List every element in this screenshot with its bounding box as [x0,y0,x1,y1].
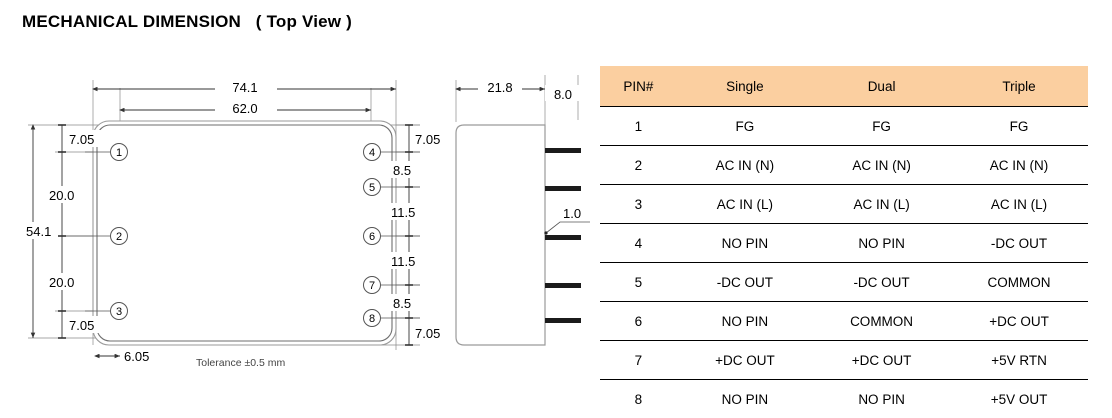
cell-single: NO PIN [677,380,813,418]
cell-pin: 7 [600,341,677,380]
dim-body-depth: 21.8 [487,80,512,95]
cell-pin: 2 [600,146,677,185]
dim-width-outer: 74.1 [232,80,257,95]
cell-single: -DC OUT [677,263,813,302]
table-header-row: PIN# Single Dual Triple [600,66,1088,107]
svg-text:6: 6 [369,231,375,243]
cell-single: +DC OUT [677,341,813,380]
cell-triple: AC IN (L) [950,185,1088,224]
cell-triple: +DC OUT [950,302,1088,341]
dim-right-chain-5: 7.05 [415,326,440,341]
table-row: 1 FG FG FG [600,107,1088,146]
side-view-body [456,125,545,345]
cell-triple: +5V RTN [950,341,1088,380]
table-row: 8 NO PIN NO PIN +5V OUT [600,380,1088,418]
svg-text:1: 1 [116,147,122,159]
dim-left-chain-1: 20.0 [49,188,74,203]
table-row: 3 AC IN (L) AC IN (L) AC IN (L) [600,185,1088,224]
cell-single: NO PIN [677,224,813,263]
dim-left-chain-3: 7.05 [69,318,94,333]
cell-single: AC IN (N) [677,146,813,185]
svg-text:8: 8 [369,313,375,325]
dim-right-chain-0: 7.05 [415,132,440,147]
dim-pin-thickness: 1.0 [563,206,581,221]
dim-left-chain-2: 20.0 [49,275,74,290]
dim-pin-length: 8.0 [554,87,572,102]
side-pin-tab [545,235,581,240]
dim-right-chain-3: 11.5 [391,254,415,269]
cell-pin: 4 [600,224,677,263]
cell-dual: NO PIN [813,224,950,263]
side-pin-tab [545,283,581,288]
cell-dual: +DC OUT [813,341,950,380]
header-dual: Dual [813,66,950,107]
cell-pin: 1 [600,107,677,146]
svg-text:7: 7 [369,280,375,292]
cell-triple: FG [950,107,1088,146]
top-view-body [93,121,396,345]
table-row: 2 AC IN (N) AC IN (N) AC IN (N) [600,146,1088,185]
svg-text:3: 3 [116,306,122,318]
pin-assignment-table: PIN# Single Dual Triple 1 FG FG FG 2 AC … [600,66,1088,418]
cell-pin: 3 [600,185,677,224]
side-pin-tab [545,318,581,323]
table-row: 4 NO PIN NO PIN -DC OUT [600,224,1088,263]
cell-pin: 8 [600,380,677,418]
cell-dual: FG [813,107,950,146]
tolerance-note: Tolerance ±0.5 mm [196,357,285,369]
mechanical-drawing: 1 2 3 4 5 6 7 [0,0,600,409]
cell-single: NO PIN [677,302,813,341]
cell-dual: AC IN (L) [813,185,950,224]
table-row: 6 NO PIN COMMON +DC OUT [600,302,1088,341]
side-pin-tab [545,186,581,191]
svg-text:4: 4 [369,147,375,159]
dim-pin-thickness-leader: 1.0 [544,206,590,235]
cell-triple: +5V OUT [950,380,1088,418]
dim-height-overall: 54.1 [26,224,51,239]
cell-triple: AC IN (N) [950,146,1088,185]
dim-width-inner: 62.0 [232,101,257,116]
cell-single: AC IN (L) [677,185,813,224]
svg-text:2: 2 [116,231,122,243]
dim-right-chain-4: 8.5 [393,296,411,311]
dim-bottom-offset: 6.05 [124,349,149,364]
cell-dual: NO PIN [813,380,950,418]
cell-triple: COMMON [950,263,1088,302]
cell-dual: AC IN (N) [813,146,950,185]
header-single: Single [677,66,813,107]
mechanical-drawing-svg: 1 2 3 4 5 6 7 [0,0,600,409]
dim-left-chain-0: 7.05 [69,132,94,147]
side-pin-tab [545,148,581,153]
svg-text:5: 5 [369,182,375,194]
dim-right-chain-2: 11.5 [391,205,415,220]
cell-dual: -DC OUT [813,263,950,302]
cell-pin: 6 [600,302,677,341]
cell-triple: -DC OUT [950,224,1088,263]
dim-right-chain-1: 8.5 [393,163,411,178]
cell-dual: COMMON [813,302,950,341]
header-pin: PIN# [600,66,677,107]
cell-pin: 5 [600,263,677,302]
cell-single: FG [677,107,813,146]
table-row: 7 +DC OUT +DC OUT +5V RTN [600,341,1088,380]
side-view-pins [545,148,581,323]
table-row: 5 -DC OUT -DC OUT COMMON [600,263,1088,302]
header-triple: Triple [950,66,1088,107]
